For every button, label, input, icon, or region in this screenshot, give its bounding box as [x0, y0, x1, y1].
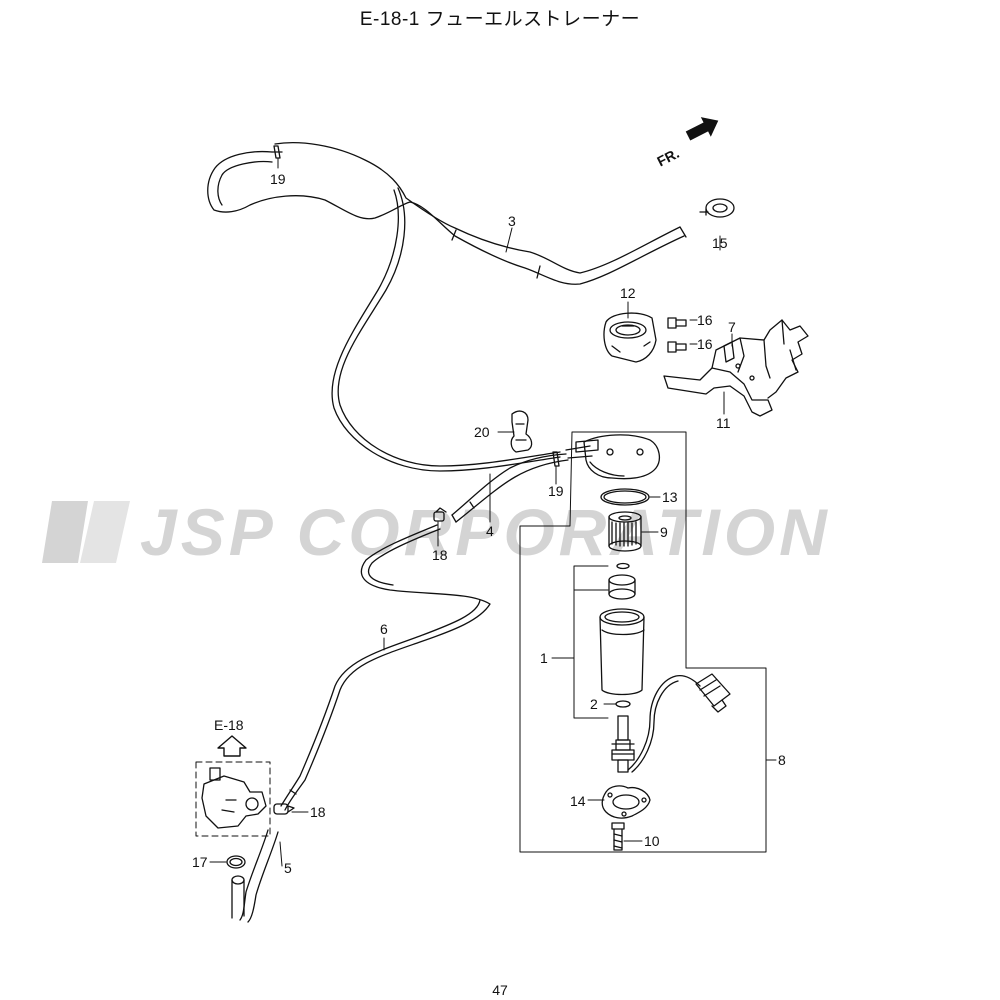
part-label-6: 6 — [380, 621, 388, 637]
hose-4 — [451, 453, 569, 523]
clamp-20 — [510, 410, 533, 453]
hose-3 — [207, 142, 687, 285]
water-sensor — [611, 715, 635, 773]
clip-7 — [723, 341, 735, 363]
part-label-11: 11 — [716, 415, 731, 431]
part-label-15: 15 — [712, 235, 728, 251]
reference-label: E-18 — [214, 717, 244, 733]
sensor-wire — [627, 674, 701, 773]
clip-17 — [226, 855, 246, 869]
reference-box — [195, 761, 271, 837]
part-label-7: 7 — [728, 319, 736, 335]
ring-terminal-15 — [699, 198, 735, 218]
hose-5 — [231, 829, 279, 923]
part-label-8: 8 — [778, 752, 786, 768]
part-label-19: 19 — [548, 483, 564, 499]
bracket-12 — [603, 312, 657, 363]
spacer — [608, 574, 636, 600]
bracket-11 — [663, 319, 809, 417]
part-label-18: 18 — [310, 804, 326, 820]
clamp-19-lower — [552, 451, 560, 467]
page-number: 47 — [492, 982, 508, 998]
bolt-16-lower — [667, 341, 687, 353]
assembly-frame-8 — [519, 431, 777, 853]
front-arrow-icon — [685, 117, 719, 141]
watermark: JSP CORPORATION — [42, 497, 831, 567]
watermark-logo-icon — [42, 501, 130, 563]
bolt-10 — [611, 822, 625, 851]
filter-bowl-1 — [599, 608, 645, 696]
part-label-19: 19 — [270, 171, 286, 187]
reference-pump — [201, 767, 267, 829]
part-label-2: 2 — [590, 696, 598, 712]
part-label-10: 10 — [644, 833, 660, 849]
part-label-3: 3 — [508, 213, 516, 229]
part-label-5: 5 — [284, 860, 292, 876]
part-label-16: 16 — [697, 312, 713, 328]
hose-loop — [331, 187, 561, 472]
watermark-text: JSP CORPORATION — [140, 497, 831, 567]
part-label-9: 9 — [660, 524, 668, 540]
flange-14 — [601, 785, 651, 819]
part-label-4: 4 — [486, 523, 494, 539]
clamp-18-lower — [273, 803, 295, 815]
part-label-14: 14 — [570, 793, 586, 809]
reference-arrow-icon — [217, 735, 247, 757]
part-label-16: 16 — [697, 336, 713, 352]
page-title: E-18-1 フューエルストレーナー — [359, 9, 641, 30]
filter-head — [565, 434, 661, 480]
part-label-12: 12 — [620, 285, 636, 301]
o-ring-small-upper — [616, 562, 630, 570]
part-label-13: 13 — [662, 489, 678, 505]
part-label-18: 18 — [432, 547, 448, 563]
bolt-16-upper — [667, 317, 687, 329]
connector — [695, 673, 731, 713]
clamp-19-upper — [271, 145, 283, 159]
o-ring-2 — [615, 700, 631, 708]
part-label-1: 1 — [540, 650, 548, 666]
filter-element-9 — [608, 511, 642, 552]
leader-lines — [209, 157, 733, 867]
part-label-20: 20 — [474, 424, 490, 440]
part-label-17: 17 — [192, 854, 208, 870]
front-label: FR. — [654, 145, 681, 169]
hose-6 — [280, 524, 491, 811]
clamp-18-upper — [433, 507, 447, 522]
o-ring-13 — [600, 488, 650, 506]
